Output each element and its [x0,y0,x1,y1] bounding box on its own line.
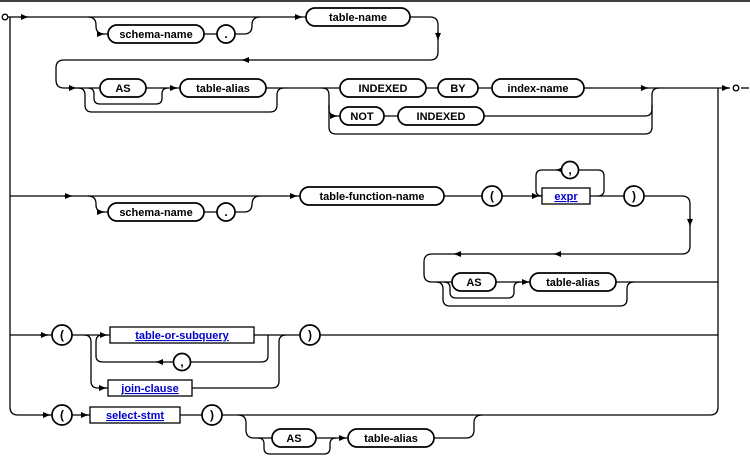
node-rparen-1: ) [623,185,645,207]
indexed-label: INDEXED [359,83,408,95]
index-name-capsule [491,78,585,98]
as-label: AS [466,277,481,289]
node-schema-name-1: schema-name [107,24,205,44]
as-label: AS [115,83,130,95]
rparen-label: ) [632,189,636,203]
indexed-capsule [339,78,427,98]
node-indexed-2: INDEXED [397,106,485,126]
table-function-name-label: table-function-name [319,191,424,203]
node-schema-name-2: schema-name [107,202,205,222]
lparen-bubble [51,324,73,346]
rparen-label: ) [308,328,312,342]
comma-label: , [568,163,571,177]
start-circle-icon [1,13,9,21]
dot-bubble [216,202,236,222]
table-function-name-capsule [299,186,445,206]
table-alias-label: table-alias [546,277,600,289]
table-alias-capsule [529,272,617,292]
node-table-alias-1: table-alias [179,78,267,98]
rparen-bubble [201,404,223,426]
end-terminal [732,84,740,92]
node-index-name: index-name [491,78,585,98]
node-rparen-2: ) [299,324,321,346]
node-table-alias-2: table-alias [529,272,617,292]
join-clause-box[interactable] [107,379,193,397]
node-join-clause[interactable]: join-clause [107,379,193,397]
schema-name-capsule [107,24,205,44]
node-as-3: AS [271,428,317,448]
rparen-label: ) [210,408,214,422]
comma-bubble [560,160,580,180]
start-terminal [1,13,9,21]
table-alias-label: table-alias [364,433,418,445]
node-dot-2: . [216,202,236,222]
not-capsule [339,106,385,126]
node-not: NOT [339,106,385,126]
indexed-label: INDEXED [417,111,466,123]
node-indexed-1: INDEXED [339,78,427,98]
dot-bubble [216,24,236,44]
node-expr[interactable]: expr [541,187,591,205]
expr-link[interactable]: expr [554,191,578,203]
node-rparen-3: ) [201,404,223,426]
table-alias-capsule [347,428,435,448]
node-dot-1: . [216,24,236,44]
node-comma-2: , [172,352,192,372]
join-clause-link[interactable]: join-clause [120,383,178,395]
table-alias-label: table-alias [196,83,250,95]
as-capsule [99,78,147,98]
select-stmt-box[interactable] [89,406,181,424]
rparen-bubble [299,324,321,346]
table-or-subquery-link[interactable]: table-or-subquery [135,330,229,342]
as-label: AS [286,433,301,445]
node-by: BY [437,78,479,98]
indexed-capsule [397,106,485,126]
schema-name-capsule [107,202,205,222]
node-table-alias-3: table-alias [347,428,435,448]
lparen-bubble [51,404,73,426]
by-label: BY [450,83,466,95]
table-alias-capsule [179,78,267,98]
as-capsule [271,428,317,448]
as-capsule [451,272,497,292]
not-label: NOT [350,111,374,123]
expr-box[interactable] [541,187,591,205]
node-select-stmt[interactable]: select-stmt [89,406,181,424]
table-name-label: table-name [329,12,387,24]
node-lparen-3: ( [51,404,73,426]
index-name-label: index-name [507,83,568,95]
node-as-1: AS [99,78,147,98]
dot-label: . [224,205,227,219]
table-or-subquery-box[interactable] [109,326,255,344]
lparen-label: ( [490,189,494,203]
node-lparen-2: ( [51,324,73,346]
node-comma-1: , [560,160,580,180]
schema-name-label: schema-name [119,207,192,219]
by-capsule [437,78,479,98]
node-table-name: table-name [305,7,411,27]
comma-bubble [172,352,192,372]
node-table-or-subquery[interactable]: table-or-subquery [109,326,255,344]
lparen-bubble [481,185,503,207]
table-name-capsule [305,7,411,27]
node-lparen-1: ( [481,185,503,207]
node-table-function-name: table-function-name [299,186,445,206]
select-stmt-link[interactable]: select-stmt [106,410,164,422]
schema-name-label: schema-name [119,29,192,41]
dot-label: . [224,27,227,41]
comma-label: , [180,355,183,369]
lparen-label: ( [60,408,64,422]
lparen-label: ( [60,328,64,342]
end-circle-icon [732,84,740,92]
rparen-bubble [623,185,645,207]
node-as-2: AS [451,272,497,292]
